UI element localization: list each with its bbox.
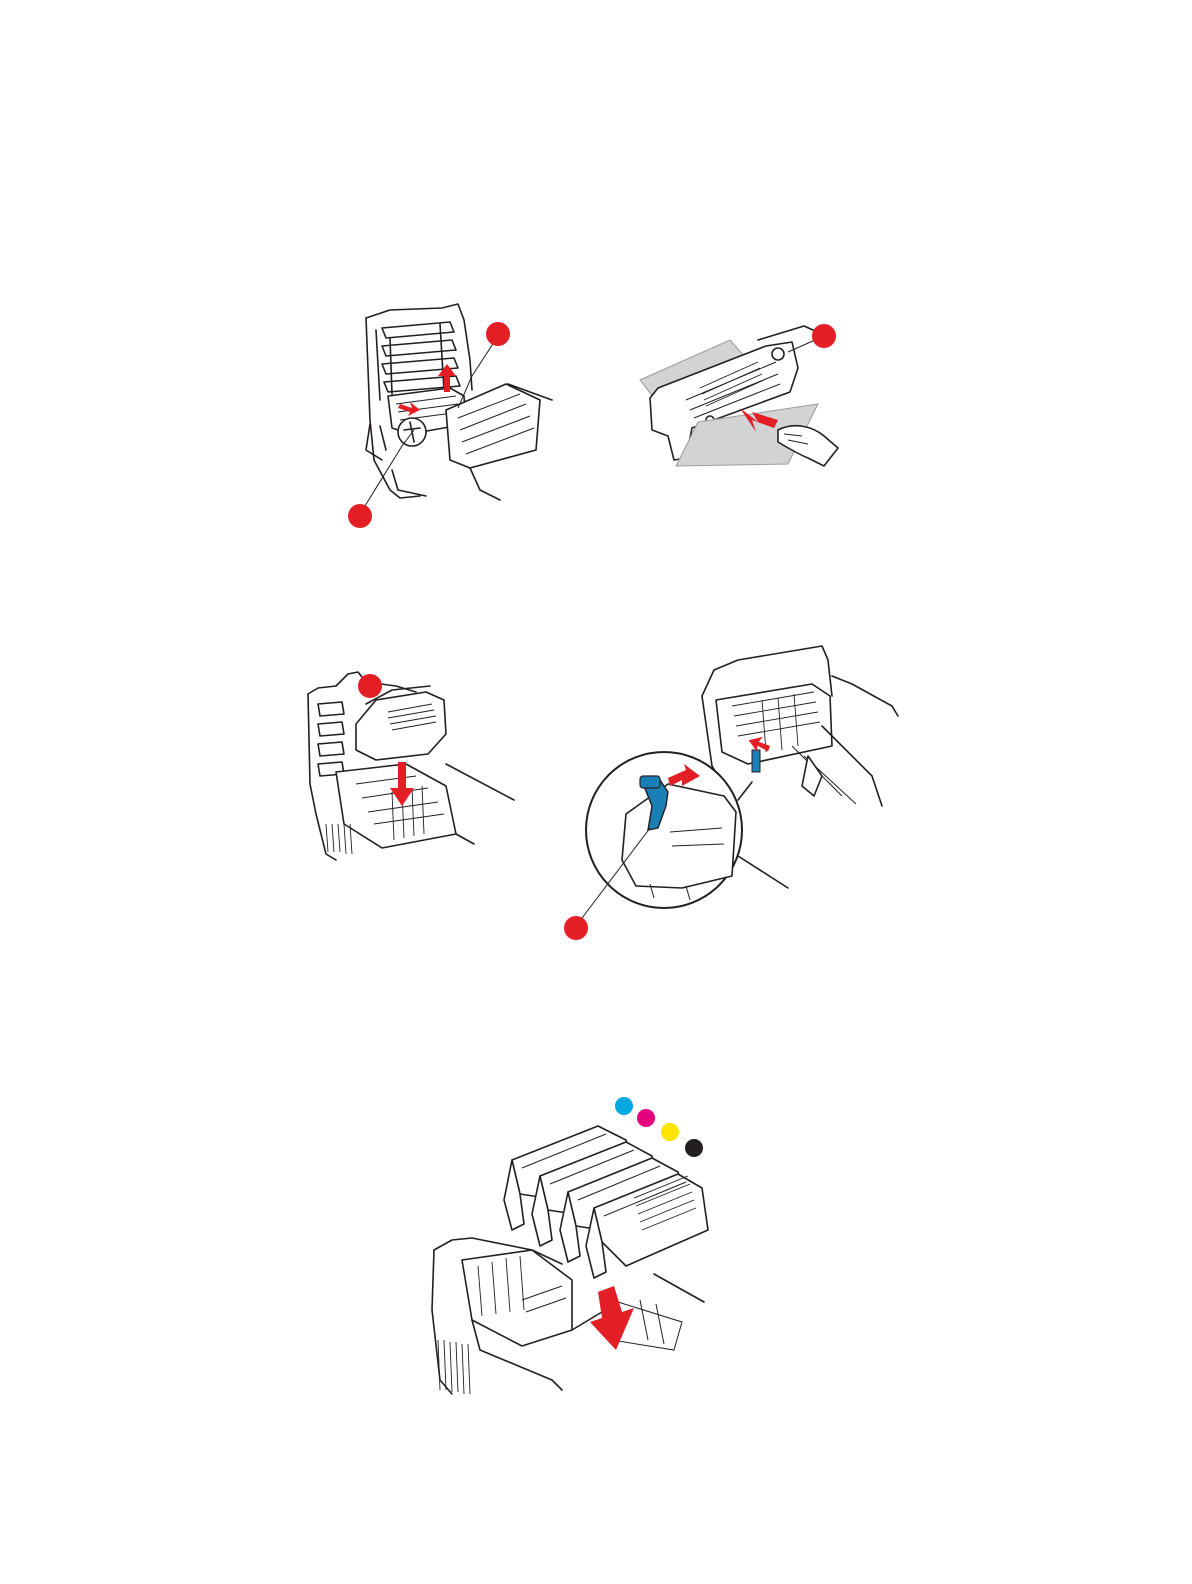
lock-lever-illustration (552, 636, 912, 946)
black-toner-marker (685, 1139, 703, 1157)
yellow-toner-marker (661, 1123, 679, 1141)
magenta-toner-marker (637, 1109, 655, 1127)
printer-open-icon (330, 300, 570, 540)
callout-marker (812, 324, 836, 348)
callout-marker (564, 916, 588, 940)
printer-open-icon (552, 636, 912, 946)
callout-marker (486, 322, 510, 346)
lever-icon (752, 750, 760, 772)
image-drum-icon (412, 1090, 722, 1400)
callout-marker (348, 504, 372, 528)
callout-marker (358, 674, 382, 698)
reinstall-fuser-illustration (296, 664, 526, 864)
reinstall-drums-illustration (412, 1090, 722, 1400)
fuser-unit-icon (628, 318, 848, 478)
cyan-toner-marker (615, 1097, 633, 1115)
fuser-release-illustration (330, 300, 570, 540)
remove-paper-illustration (628, 318, 848, 478)
printer-open-icon (296, 664, 526, 864)
